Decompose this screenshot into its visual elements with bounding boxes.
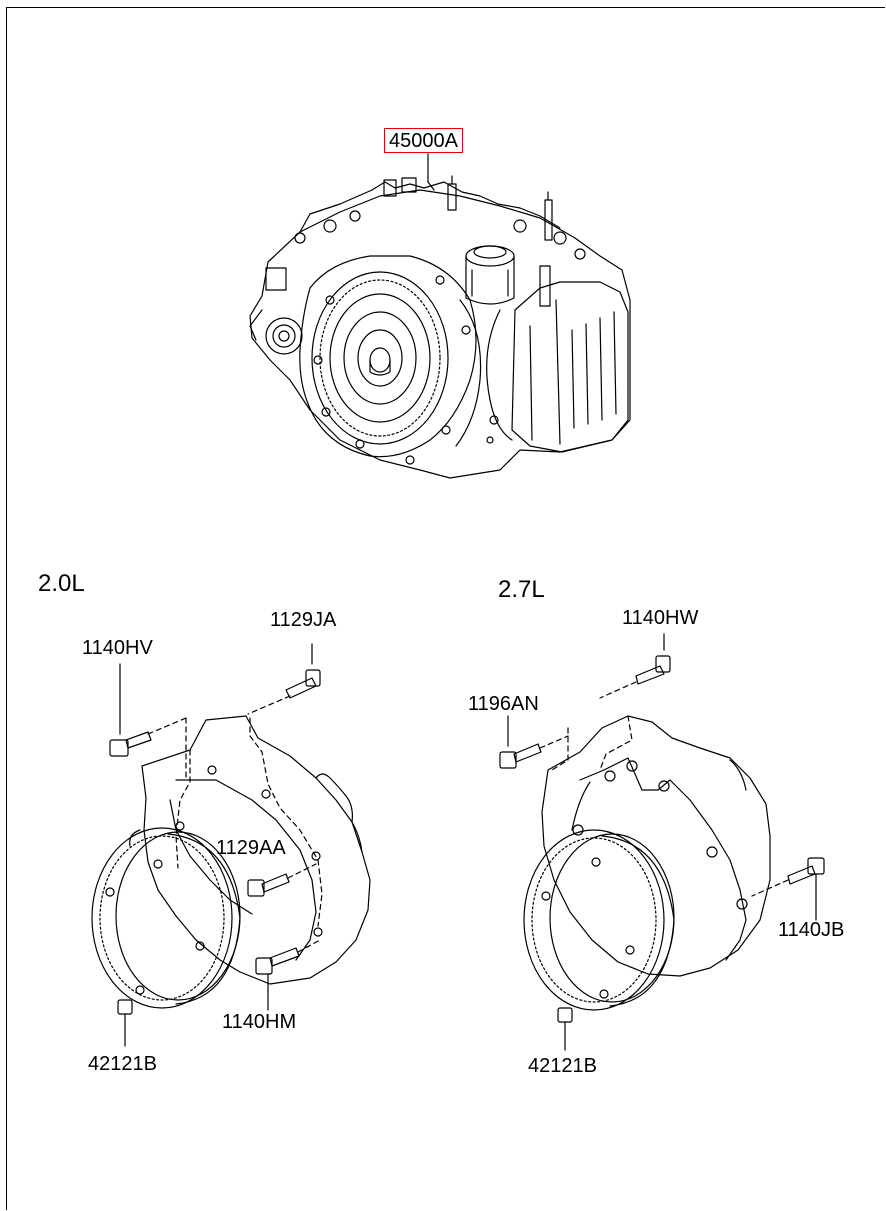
- bolt-1140HW[interactable]: [599, 633, 671, 699]
- callout-1140HW[interactable]: 1140HW: [622, 607, 699, 629]
- main-part-label[interactable]: 45000A: [384, 128, 463, 153]
- converter-housing-2.7L[interactable]: [523, 715, 771, 1011]
- section-title-2.0L: 2.0L: [38, 570, 85, 597]
- callout-1129AA[interactable]: 1129AA: [216, 837, 286, 859]
- bolt-1129AA[interactable]: [247, 863, 317, 897]
- bolt-42121B-2.0L[interactable]: [117, 999, 133, 1047]
- bolt-1196AN[interactable]: [499, 715, 569, 769]
- drawing-frame: [6, 7, 885, 1210]
- bolt-42121B-2.7L[interactable]: [557, 1007, 573, 1051]
- callout-1140HM[interactable]: 1140HM: [222, 1011, 297, 1033]
- callout-1129JA[interactable]: 1129JA: [270, 609, 337, 631]
- bolt-1140JB[interactable]: [751, 857, 825, 921]
- converter-housing-2.0L[interactable]: [91, 715, 371, 1009]
- bolt-1129JA[interactable]: [247, 643, 321, 715]
- section-title-2.7L: 2.7L: [498, 576, 545, 603]
- bolt-1140HV[interactable]: [109, 663, 187, 779]
- callout-1140JB[interactable]: 1140JB: [778, 919, 845, 941]
- callout-42121B-2.0L[interactable]: 42121B: [88, 1053, 157, 1075]
- bolt-1140HM[interactable]: [255, 939, 321, 1011]
- transmission-assembly[interactable]: [249, 153, 631, 479]
- callout-42121B-2.7L[interactable]: 42121B: [528, 1055, 597, 1077]
- callout-1196AN[interactable]: 1196AN: [468, 693, 539, 715]
- callout-1140HV[interactable]: 1140HV: [82, 637, 153, 659]
